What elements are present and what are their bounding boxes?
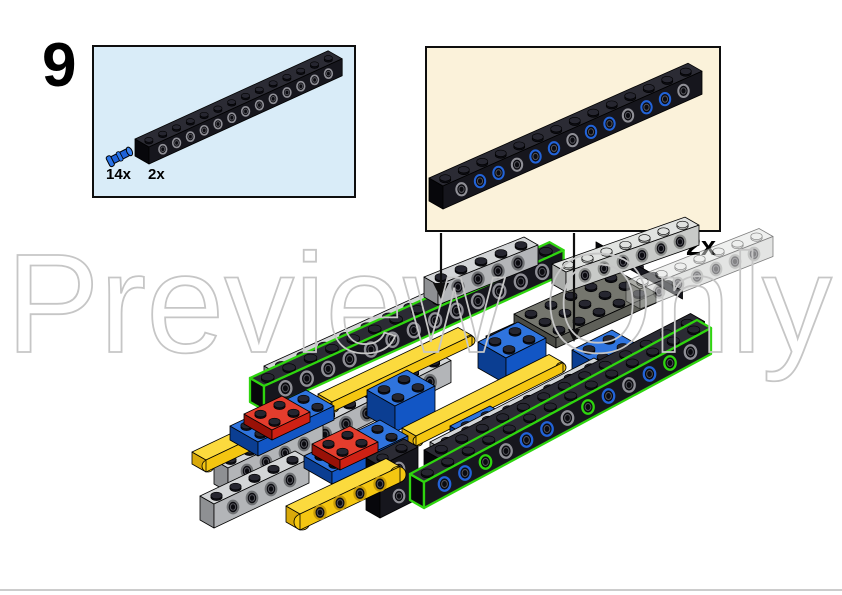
light-gray-beam-upper	[551, 216, 700, 293]
pin-quantity: 14x	[106, 166, 132, 183]
callout-illustration	[428, 62, 703, 210]
watermark: Preview Only	[6, 224, 832, 382]
gray-frame-front	[199, 450, 310, 529]
page-divider	[0, 589, 842, 591]
new-black-beam-right	[408, 318, 713, 510]
arrowhead-right	[568, 329, 580, 342]
callout-box	[425, 46, 721, 232]
step-number: 9	[42, 31, 77, 100]
technic-pin-icon	[105, 146, 134, 168]
red-plate-1	[243, 395, 311, 441]
light-gray-beam-ghost	[625, 228, 774, 310]
leader-lines	[433, 233, 580, 342]
arrowhead-left	[433, 283, 449, 299]
parts-box-illustration	[105, 50, 343, 168]
blue-brick-1	[366, 369, 436, 433]
callout-brick-1x14	[428, 62, 703, 210]
yellow-beam-front	[285, 458, 407, 531]
technic-brick-1x14-icon	[134, 50, 343, 165]
gray-beam-upper-center	[423, 236, 539, 306]
parts-box: 14x 2x	[92, 45, 356, 198]
parts-box-brick-1x14	[134, 50, 343, 165]
callout-brick-1x14-with-pins	[428, 62, 703, 210]
red-plate-2	[311, 425, 379, 471]
brick-quantity: 2x	[148, 166, 165, 183]
lego-model	[191, 216, 774, 531]
